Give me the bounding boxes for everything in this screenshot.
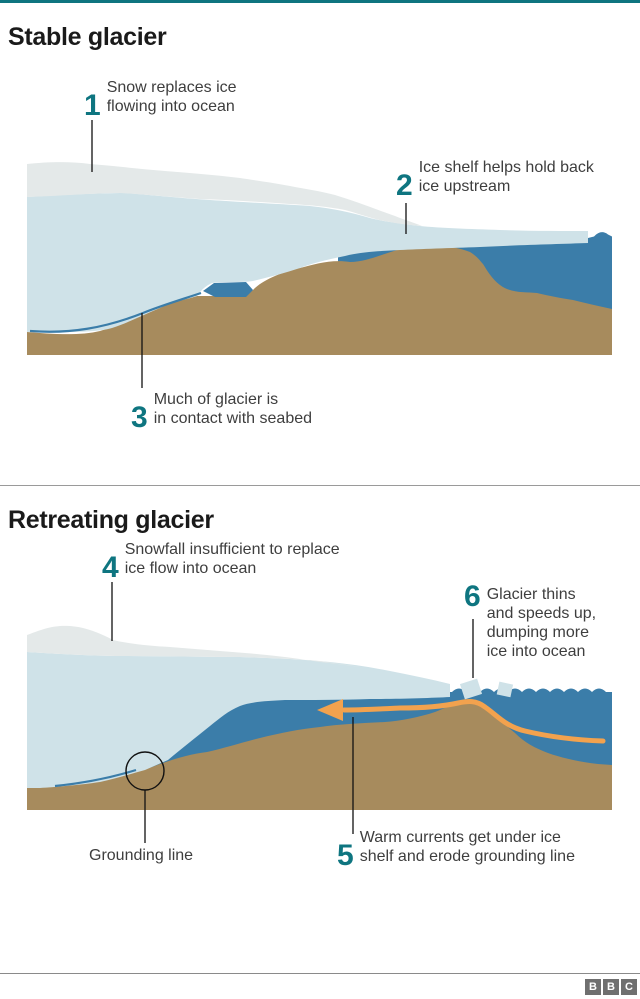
label-3-text: Much of glacier is in contact with seabe… — [153, 391, 313, 427]
iceberg-2 — [496, 681, 514, 698]
snow-layer-retreating — [27, 625, 383, 670]
bbc-logo-block: B — [603, 979, 619, 995]
top-accent-bar — [0, 0, 640, 3]
label-2: 2 Ice shelf helps hold back ice upstream — [396, 158, 594, 202]
label-2-text: Ice shelf helps hold back ice upstream — [418, 159, 594, 195]
seabed-retreating — [27, 700, 612, 810]
label-3-number: 3 — [131, 401, 148, 434]
label-3: 3 Much of glacier is in contact with sea… — [131, 390, 313, 434]
warm-current-path — [341, 699, 606, 744]
warm-current-arrowhead — [317, 699, 343, 721]
section-divider — [0, 485, 640, 486]
stable-glacier-diagram — [27, 120, 612, 388]
bbc-logo-block: C — [621, 979, 637, 995]
grounding-line-label: Grounding line — [89, 847, 194, 864]
footer-rule — [0, 973, 640, 974]
label-4: 4 Snowfall insufficient to replace ice f… — [102, 540, 340, 584]
label-5-text: Warm currents get under ice shelf and er… — [359, 829, 575, 865]
retreating-glacier-diagram — [27, 582, 612, 843]
label-2-number: 2 — [396, 169, 413, 202]
ice-seabed-contact-line — [29, 291, 202, 333]
label-6: 6 Glacier thins and speeds up, dumping m… — [464, 580, 597, 661]
label-4-number: 4 — [102, 551, 119, 584]
label-1-text: Snow replaces ice flowing into ocean — [106, 79, 237, 115]
iceberg-1 — [459, 678, 483, 700]
label-1-number: 1 — [84, 89, 101, 122]
glacier-ice-retreating — [27, 652, 450, 788]
label-4-text: Snowfall insufficient to replace ice flo… — [124, 541, 340, 577]
bbc-logo: B B C — [585, 979, 637, 995]
subglacial-water-pocket — [203, 282, 253, 297]
snow-layer-stable — [27, 162, 422, 226]
glacier-ice-stable — [27, 193, 588, 333]
label-5-number: 5 — [337, 839, 354, 872]
bbc-logo-block: B — [585, 979, 601, 995]
retreating-glacier-title: Retreating glacier — [8, 505, 214, 534]
label-6-text: Glacier thins and speeds up, dumping mor… — [486, 586, 597, 660]
label-1: 1 Snow replaces ice flowing into ocean — [84, 78, 237, 122]
stable-glacier-title: Stable glacier — [8, 22, 167, 51]
label-5: 5 Warm currents get under ice shelf and … — [337, 828, 575, 872]
seabed-stable — [27, 245, 612, 355]
grounding-contact-line — [54, 768, 137, 788]
label-6-number: 6 — [464, 580, 481, 613]
